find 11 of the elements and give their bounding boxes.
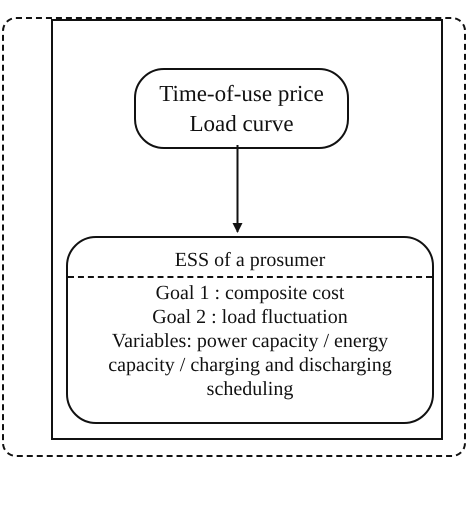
box-text: Goal 1 : composite cost [154,281,346,305]
dashed-frame [2,17,466,457]
box-text: Load curve [188,110,295,138]
box-heading: Time-of-use price [158,80,325,108]
box-text: Goal 2 : load fluctuation [151,305,349,329]
box-heading: ESS of a prosumer [68,248,432,278]
box-text: Variables: power capacity / energy capacity / charging and discharging scheduling [107,329,393,401]
input-box [134,68,349,149]
arrow [232,145,242,233]
storage-box [66,236,434,424]
panel-frame [51,19,443,440]
